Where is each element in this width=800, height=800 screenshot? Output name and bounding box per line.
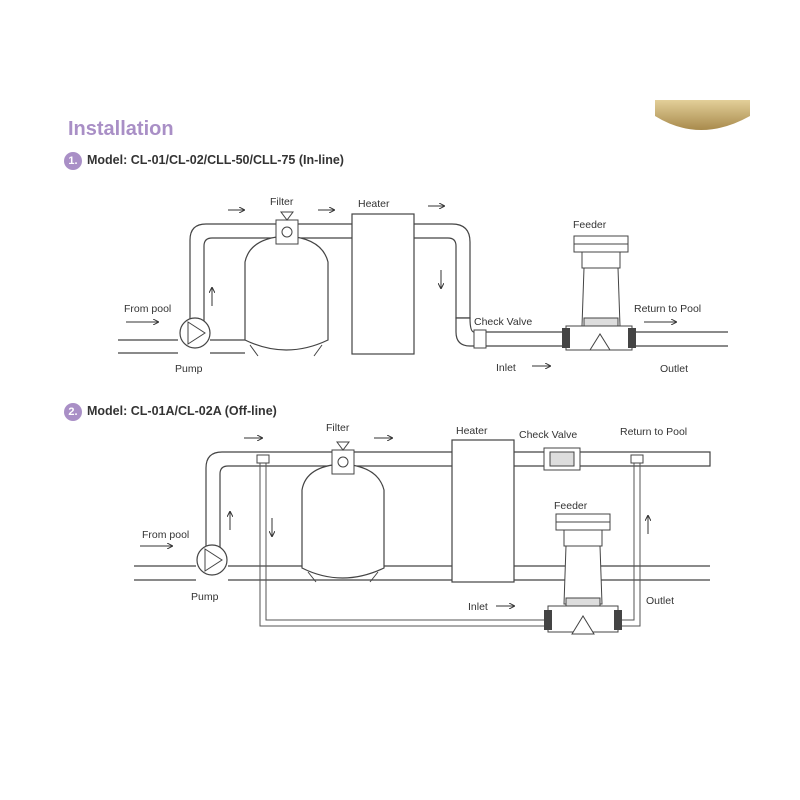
section-2-number: 2. (64, 403, 82, 421)
upper-pipe (205, 451, 711, 553)
diagram-offline: Filter Heater Check Valve Return to Pool… (134, 422, 711, 635)
heater-label: Heater (456, 425, 488, 437)
inlet-label: Inlet (496, 362, 516, 374)
filter-label: Filter (326, 422, 350, 434)
pump-label: Pump (191, 591, 219, 603)
section-1-text: Model: CL-01/CL-02/CLL-50/CLL-75 (In-lin… (87, 153, 344, 167)
inlet-label: Inlet (468, 601, 488, 613)
check-valve-label: Check Valve (474, 316, 532, 328)
pump-triangle (204, 548, 223, 572)
from-pool-label: From pool (124, 303, 171, 315)
section-2-text: Model: CL-01A/CL-02A (Off-line) (87, 404, 277, 418)
feeder-icon (562, 235, 636, 351)
check-valve-icon (543, 447, 581, 471)
heater-box (451, 439, 515, 583)
check-valve-joint (473, 329, 487, 349)
pump-filter-ground-pipe (210, 339, 245, 354)
return-to-pool-label: Return to Pool (634, 303, 701, 315)
heater-label: Heater (358, 198, 390, 210)
heater-box (351, 213, 415, 355)
diagram-inline: Filter Heater Feeder From pool Pump Chec… (118, 196, 728, 375)
feeder-inlet-line (259, 458, 546, 627)
outlet-label: Outlet (660, 363, 688, 375)
page-title: Installation (68, 118, 174, 140)
inlet-ground-pipe (134, 565, 196, 581)
filter-tank-icon (244, 211, 329, 357)
feeder-label: Feeder (573, 219, 607, 231)
return-pipe (630, 331, 728, 347)
pump-triangle (187, 321, 206, 345)
inlet-ground-pipe (118, 339, 178, 354)
pump-label: Pump (175, 363, 203, 375)
upper-pipe-loop (189, 223, 471, 329)
return-to-pool-label: Return to Pool (620, 426, 687, 438)
tee-fitting (256, 454, 270, 464)
section-1-number: 1. (64, 152, 82, 170)
filter-tank-icon (301, 441, 385, 583)
from-pool-label: From pool (142, 529, 189, 541)
gold-decoration (655, 100, 750, 130)
section-2-heading: 2. Model: CL-01A/CL-02A (Off-line) (64, 403, 277, 421)
tee-fitting (630, 454, 644, 464)
feeder-outlet-line (618, 458, 641, 627)
outlet-label: Outlet (646, 595, 674, 607)
section-1-heading: 1. Model: CL-01/CL-02/CLL-50/CLL-75 (In-l… (64, 152, 344, 170)
feeder-label: Feeder (554, 500, 588, 512)
feeder-icon (544, 513, 622, 635)
filter-label: Filter (270, 196, 294, 208)
check-valve-label: Check Valve (519, 429, 577, 441)
